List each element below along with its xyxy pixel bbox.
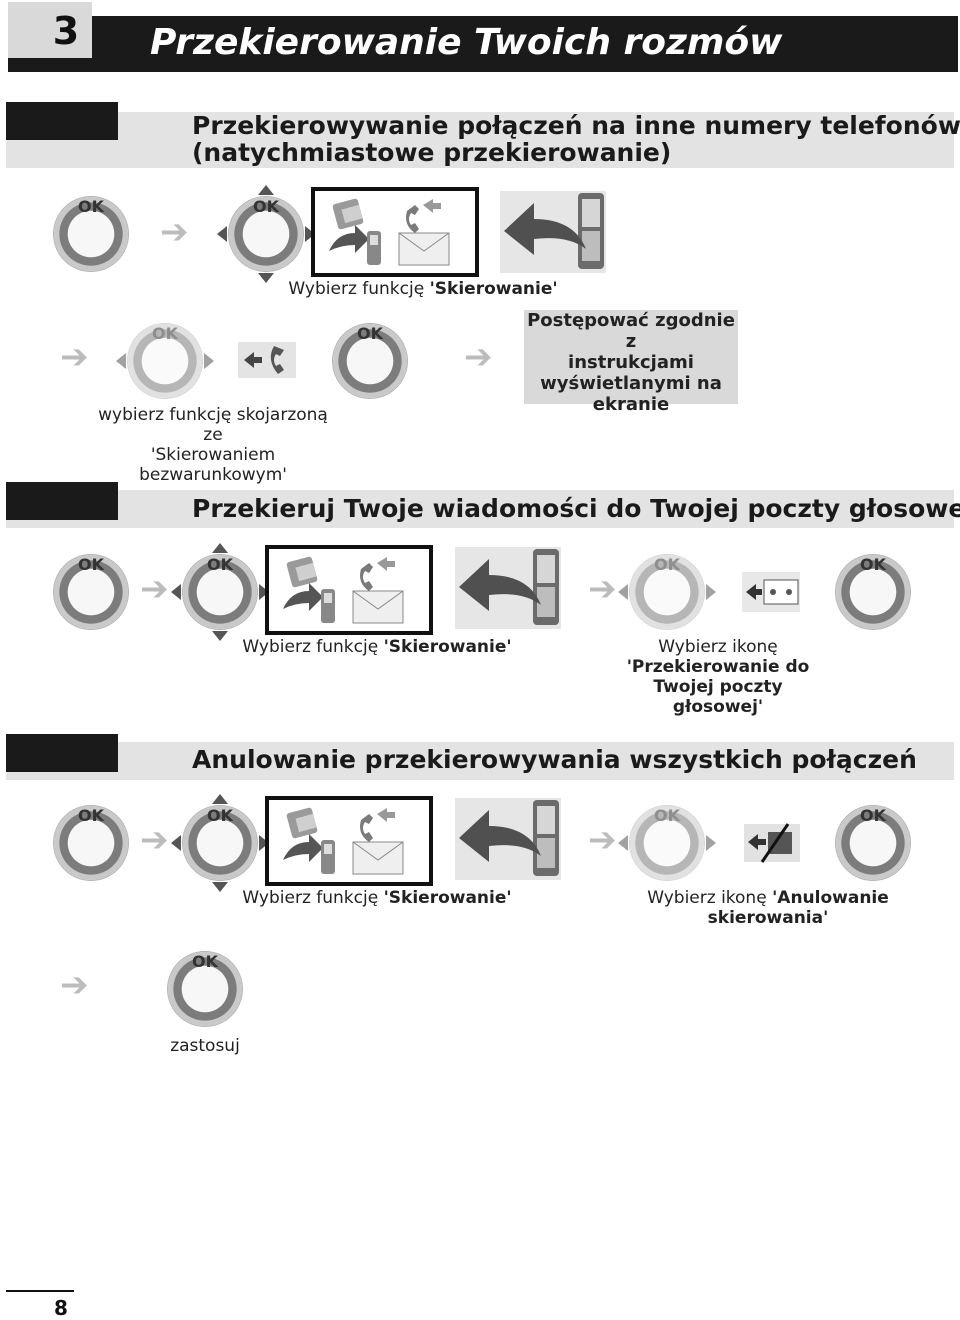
section1-marker <box>6 102 118 140</box>
instructions-box: Postępować zgodnie z instrukcjami wyświe… <box>524 310 738 415</box>
caption-line2: skierowania' <box>707 908 829 928</box>
ok-label: OK <box>654 806 680 825</box>
caption-line1: Wybierz ikonę <box>658 637 778 657</box>
section1-title: Przekierowywanie połączeń na inne numery… <box>192 112 960 166</box>
page-title: Przekierowanie Twoich rozmów <box>150 22 783 63</box>
chapter-number: 3 <box>52 9 80 53</box>
section2-marker <box>6 482 118 520</box>
forward-phone-icon <box>455 798 561 880</box>
ok-label: OK <box>357 324 383 343</box>
forwarding-menu-icon <box>311 187 479 277</box>
ok-button[interactable]: OK <box>54 555 128 629</box>
ok-label: OK <box>654 555 680 574</box>
caption-bold: 'Skierowanie' <box>383 888 512 908</box>
section1-select-caption: Wybierz funkcję 'Skierowanie' <box>270 279 576 299</box>
section1-assoc-caption: wybierz funkcję skojarzoną ze 'Skierowan… <box>88 405 338 485</box>
section3-select-caption: Wybierz funkcję 'Skierowanie' <box>224 888 530 908</box>
caption-line4: głosowej' <box>672 697 764 717</box>
section2-icon-caption: Wybierz ikonę 'Przekierowanie do Twojej … <box>600 637 836 717</box>
section3-bar <box>6 742 954 780</box>
caption-line3: Twojej poczty <box>653 677 783 697</box>
arrow-right-icon: ➔ <box>464 337 493 377</box>
instructions-line1: Postępować zgodnie z <box>527 310 735 352</box>
ok-label: OK <box>192 952 218 971</box>
section3-title: Anulowanie przekierowywania wszystkich p… <box>192 745 917 774</box>
forwarding-menu-icon <box>265 796 433 886</box>
forwarding-menu-icon <box>265 545 433 635</box>
caption-bold: 'Anulowanie <box>772 888 889 908</box>
chapter-box <box>8 2 92 58</box>
caption-bold: 'Skierowanie' <box>429 279 558 299</box>
title-bar <box>92 16 958 72</box>
ok-button[interactable]: OK <box>333 324 407 398</box>
section1-title-line2: (natychmiastowe przekierowanie) <box>192 138 672 167</box>
ok-nav-button[interactable]: OK <box>618 555 716 629</box>
ok-label: OK <box>78 555 104 574</box>
caption-text: Wybierz funkcję <box>242 637 384 657</box>
title-bar-corner <box>8 58 92 72</box>
ok-label: OK <box>78 806 104 825</box>
page-number: 8 <box>54 1296 68 1320</box>
ok-nav-button[interactable]: OK <box>618 806 716 880</box>
section2-title: Przekieruj Twoje wiadomości do Twojej po… <box>192 494 960 523</box>
caption-line3: bezwarunkowym' <box>139 465 287 485</box>
section1-title-line1: Przekierowywanie połączeń na inne numery… <box>192 111 960 140</box>
ok-label: OK <box>78 197 104 216</box>
section3-marker <box>6 734 118 772</box>
arrow-right-icon: ➔ <box>588 569 617 609</box>
section3-icon-caption: Wybierz ikonę 'Anulowanie skierowania' <box>620 888 916 928</box>
apply-caption: zastosuj <box>170 1036 240 1056</box>
arrow-right-icon: ➔ <box>140 569 169 609</box>
ok-button[interactable]: OK <box>54 197 128 271</box>
arrow-right-icon: ➔ <box>140 820 169 860</box>
section2-bar <box>6 490 954 528</box>
instructions-line4: ekranie <box>592 394 670 415</box>
caption-text: Wybierz ikonę <box>647 888 773 908</box>
arrow-right-icon: ➔ <box>588 820 617 860</box>
ok-nav-button[interactable]: OK <box>171 543 269 641</box>
arrow-right-icon: ➔ <box>60 965 89 1005</box>
ok-nav-button[interactable]: OK <box>217 185 315 283</box>
ok-nav-button[interactable]: OK <box>116 324 214 398</box>
forward-phone-icon <box>455 547 561 629</box>
section2-select-caption: Wybierz funkcję 'Skierowanie' <box>224 637 530 657</box>
ok-button[interactable]: OK <box>54 806 128 880</box>
ok-label: OK <box>207 555 233 574</box>
ok-nav-button[interactable]: OK <box>171 794 269 892</box>
cancel-forward-icon <box>744 822 802 868</box>
ok-label: OK <box>207 806 233 825</box>
footer-line <box>6 1290 74 1292</box>
arrow-right-icon: ➔ <box>60 337 89 377</box>
caption-line2: 'Skierowaniem <box>150 445 276 465</box>
call-forward-icon <box>238 340 298 384</box>
ok-button[interactable]: OK <box>836 806 910 880</box>
ok-apply-button[interactable]: OK <box>168 952 242 1026</box>
caption-line2: 'Przekierowanie do <box>626 657 810 677</box>
caption-line1: wybierz funkcję skojarzoną ze <box>98 405 328 445</box>
ok-label: OK <box>152 324 178 343</box>
ok-label: OK <box>253 197 279 216</box>
instructions-line3: wyświetlanymi na <box>540 373 722 394</box>
section1-bar <box>6 112 954 168</box>
forward-phone-icon <box>500 191 606 273</box>
caption-bold: 'Skierowanie' <box>383 637 512 657</box>
ok-button[interactable]: OK <box>836 555 910 629</box>
arrow-right-icon: ➔ <box>160 212 189 252</box>
ok-label: OK <box>860 555 886 574</box>
instructions-line2: instrukcjami <box>568 352 694 373</box>
caption-text: Wybierz funkcję <box>242 888 384 908</box>
voicemail-forward-icon <box>742 572 800 616</box>
ok-label: OK <box>860 806 886 825</box>
caption-text: Wybierz funkcję <box>288 279 430 299</box>
